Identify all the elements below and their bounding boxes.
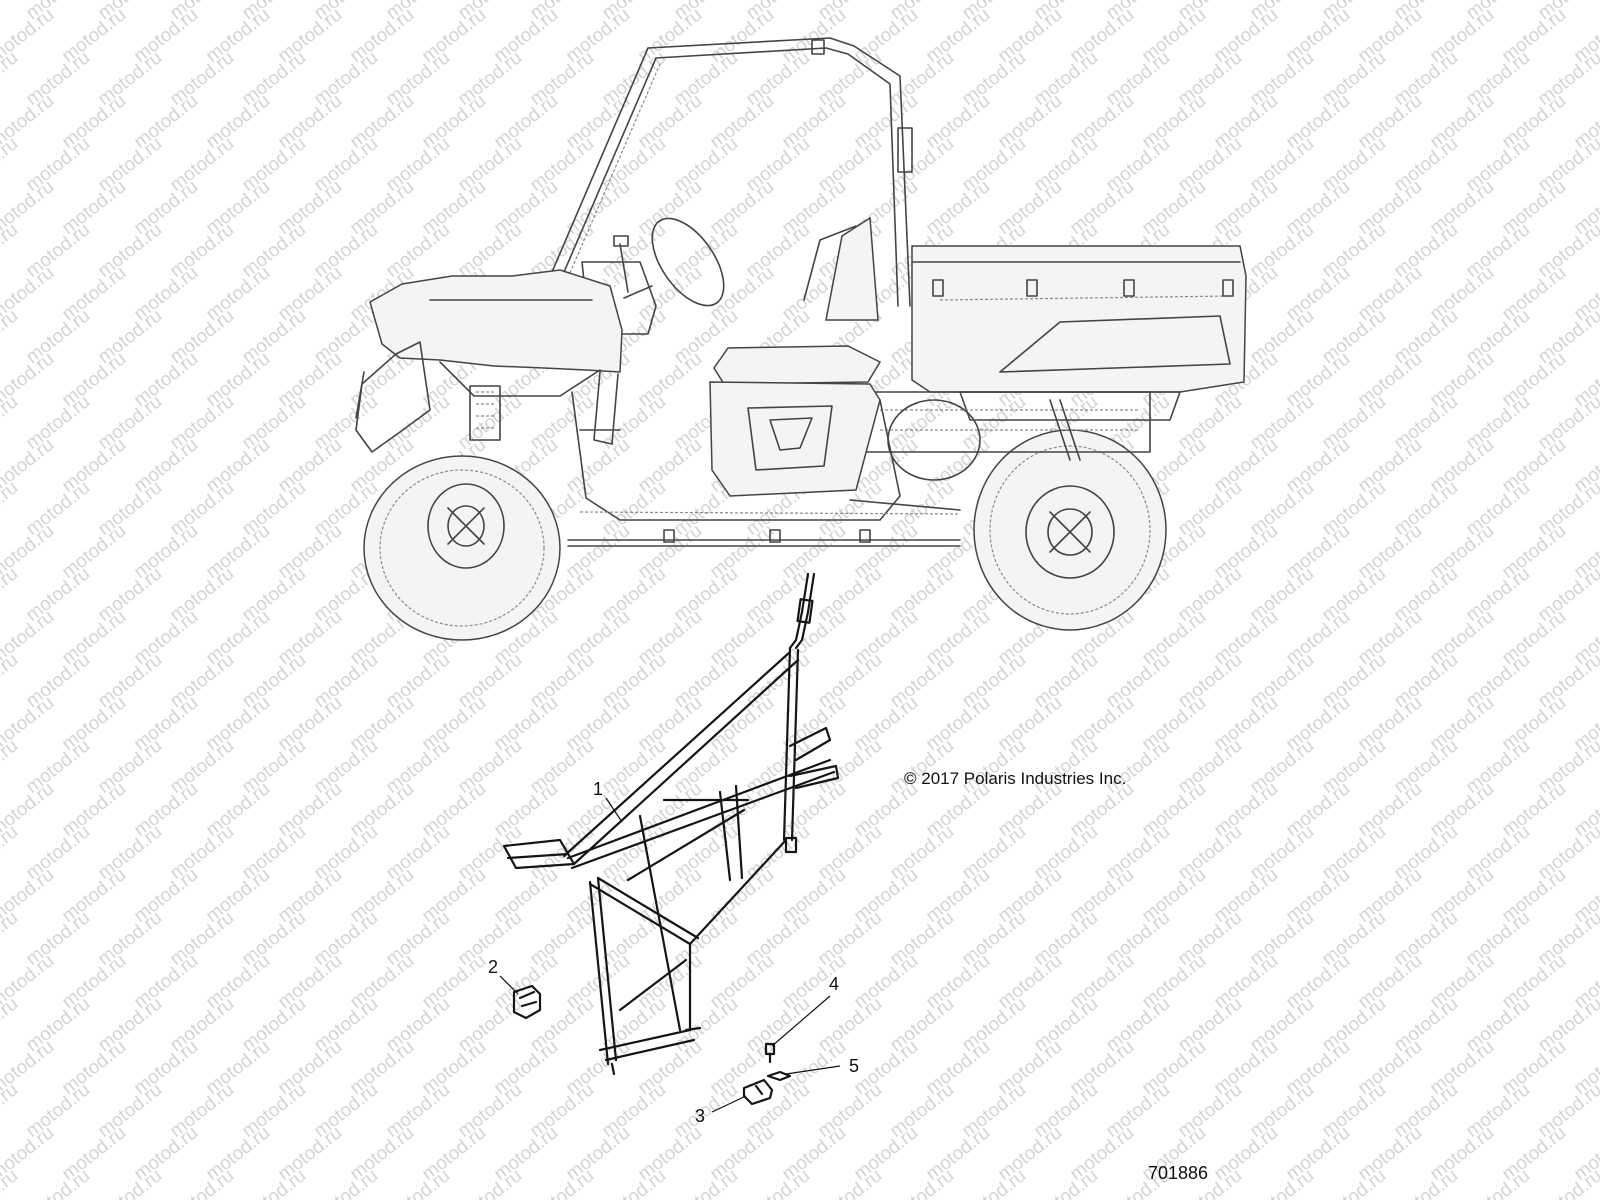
watermark-text: motod.ru: [1030, 1165, 1102, 1200]
callout-1: 1: [593, 779, 603, 799]
watermark-text: motod.ru: [238, 1165, 310, 1200]
watermark-text: motod.ru: [1462, 1165, 1534, 1200]
watermark-text: motod.ru: [94, 1165, 166, 1200]
watermark-text: motod.ru: [22, 1165, 94, 1200]
watermark-text: motod.ru: [886, 1165, 958, 1200]
watermark-text: motod.ru: [0, 133, 22, 196]
watermark-text: motod.ru: [0, 0, 22, 24]
callout-5: 5: [849, 1056, 859, 1076]
copyright-notice: © 2017 Polaris Industries Inc.: [904, 769, 1126, 788]
watermark-text: motod.ru: [0, 305, 22, 368]
watermark-text: motod.ru: [0, 563, 22, 626]
watermark-text: motod.ru: [814, 1165, 886, 1200]
watermark-text: motod.ru: [1390, 1165, 1462, 1200]
part-bracket: [742, 1078, 774, 1106]
watermark-text: motod.ru: [0, 821, 22, 884]
callout-4: 4: [829, 974, 839, 994]
watermark-text: motod.ru: [0, 649, 22, 712]
front-wheel: [363, 455, 561, 641]
watermark-text: motod.ru: [1318, 1165, 1390, 1200]
watermark-text: motod.ru: [454, 1165, 526, 1200]
watermark-text: motod.ru: [1246, 1165, 1318, 1200]
callout-3: 3: [695, 1106, 705, 1126]
watermark-text: motod.ru: [382, 1165, 454, 1200]
watermark-text: motod.ru: [742, 1165, 814, 1200]
figure-number: 701886: [1148, 1163, 1208, 1183]
watermark-text: motod.ru: [0, 907, 22, 970]
watermark-text: motod.ru: [0, 993, 22, 1056]
watermark-text: motod.ru: [0, 219, 22, 282]
watermark-text: motod.ru: [166, 1165, 238, 1200]
watermark-text: motod.ru: [0, 1079, 22, 1142]
watermark-text: motod.ru: [0, 735, 22, 798]
watermark-text: motod.ru: [0, 391, 22, 454]
watermark-text: motod.ru: [1534, 1165, 1600, 1200]
watermark-text: motod.ru: [0, 47, 22, 110]
watermark-text: motod.ru: [310, 1165, 382, 1200]
watermark-text: motod.ru: [598, 1165, 670, 1200]
watermark-text: motod.ru: [526, 1165, 598, 1200]
watermark-text: motod.ru: [670, 1165, 742, 1200]
watermark-text: motod.ru: [958, 1165, 1030, 1200]
watermark-text: motod.ru: [0, 1165, 22, 1200]
watermark-text: motod.ru: [0, 477, 22, 540]
callout-2: 2: [488, 957, 498, 977]
